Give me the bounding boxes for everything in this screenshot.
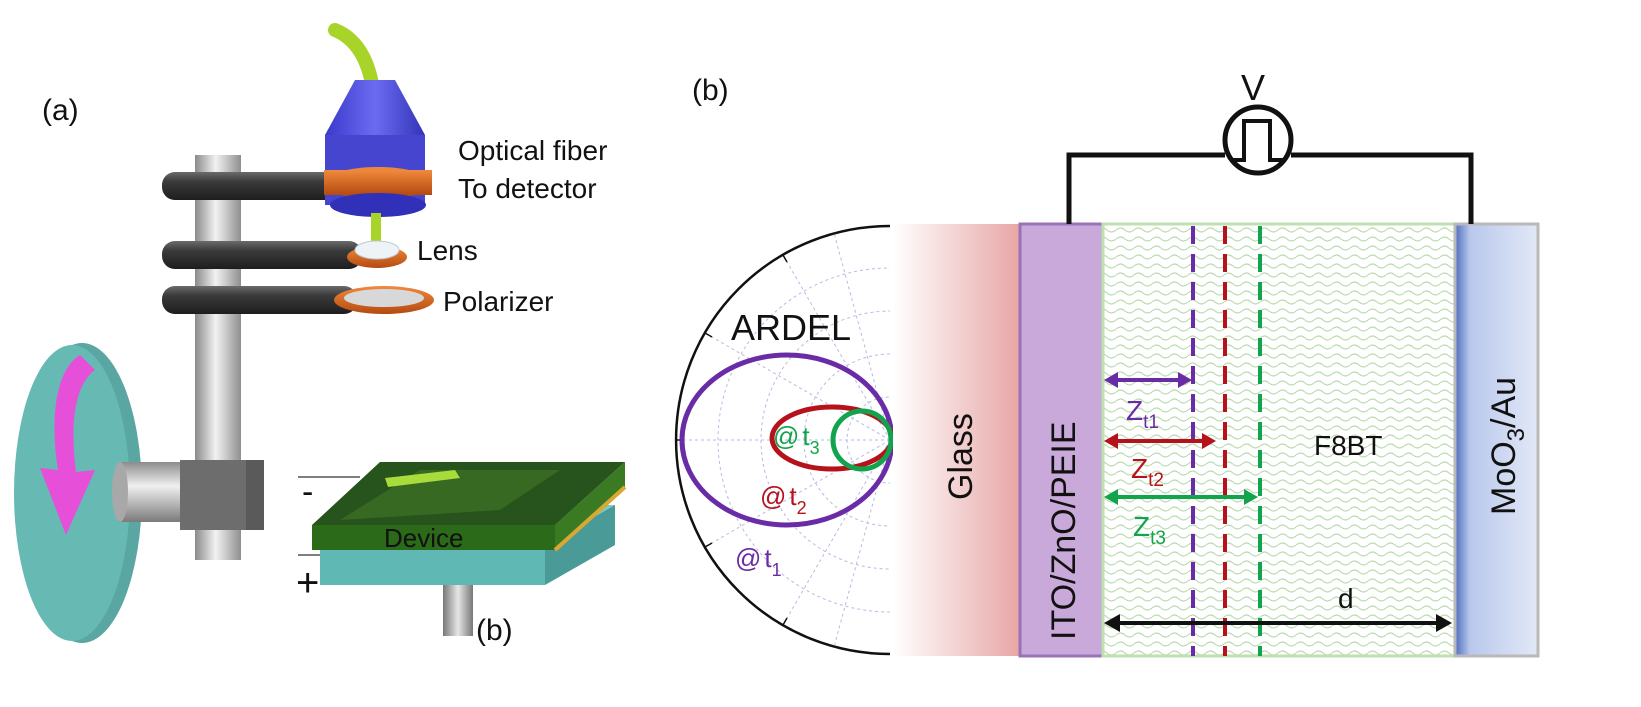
fiber-light-beam	[371, 213, 381, 243]
device-base-front	[320, 545, 545, 585]
polar-grid-ring	[717, 267, 890, 613]
z-t1-label: Zt1	[1126, 395, 1159, 433]
minus-sign: -	[302, 473, 313, 511]
pulse-waveform-icon	[1232, 119, 1284, 162]
polar-tick	[782, 254, 788, 263]
glass-label: Glass	[942, 413, 980, 500]
ardel-curve-t3	[830, 408, 894, 472]
t2-label: @t2	[760, 481, 807, 518]
device-top-highlight	[340, 470, 560, 520]
circuit-wire	[1066, 152, 1474, 224]
wheel-shaft	[118, 462, 188, 522]
device-front	[312, 525, 555, 550]
fiber-cone	[325, 80, 425, 135]
z-t2-label: Zt2	[1131, 453, 1164, 491]
device-stem	[443, 578, 473, 636]
electrode-label: ITO/ZnO/PEIE	[1045, 421, 1083, 640]
optical-fiber-label: Optical fiber	[458, 135, 607, 166]
device-base-side	[545, 505, 615, 585]
active-layer-label: F8BT	[1314, 430, 1382, 461]
polar-tick	[782, 617, 788, 626]
lens-arm	[162, 241, 362, 269]
plus-sign: +	[296, 561, 319, 605]
polar-grid-spoke	[704, 439, 890, 548]
thickness-label: d	[1338, 583, 1354, 614]
lens-glass	[354, 240, 400, 260]
glass-layer	[893, 224, 1020, 656]
fiber-arm	[162, 172, 342, 200]
voltage-label: V	[1241, 67, 1265, 108]
device-side	[555, 462, 625, 550]
polar-tick	[704, 542, 713, 548]
polar-tick	[704, 332, 713, 338]
shaft-block-side	[246, 460, 264, 530]
ardel-label: ARDEL	[731, 307, 851, 348]
device-pixel-strip	[385, 470, 460, 487]
wheel-shaft-end	[112, 462, 128, 522]
voltage-source-icon	[1222, 104, 1294, 176]
top-contact-layer	[1453, 222, 1540, 658]
z-t3-label: Zt3	[1133, 511, 1166, 549]
lens-label: Lens	[417, 235, 478, 266]
z-t1-arrow	[1104, 372, 1192, 388]
panel-b-label: (b)	[692, 74, 729, 107]
z-t3-arrow	[1104, 489, 1258, 505]
electrode-layer	[1018, 222, 1105, 658]
polarizer-label: Polarizer	[443, 286, 553, 317]
top-contact-label: MoO3/Au	[1485, 377, 1530, 515]
to-detector-label: To detector	[458, 173, 597, 204]
thickness-arrow	[1104, 614, 1452, 632]
polarizer-glass	[344, 289, 424, 307]
device-label: Device	[384, 523, 463, 553]
t3-label: @t3	[773, 421, 820, 458]
rotation-arrow-icon	[40, 355, 95, 535]
z-t2-arrow	[1104, 433, 1216, 449]
panel-a-label: (a)	[42, 94, 79, 127]
polarizer-arm	[162, 286, 357, 314]
t1-label: @t1	[735, 543, 782, 580]
device-electrode-edge	[553, 485, 627, 552]
fiber-holder-ring-band	[324, 170, 432, 195]
polar-plot	[674, 224, 895, 656]
inset-b-label: (b)	[476, 614, 513, 647]
fiber-holder-bottom	[330, 193, 426, 217]
